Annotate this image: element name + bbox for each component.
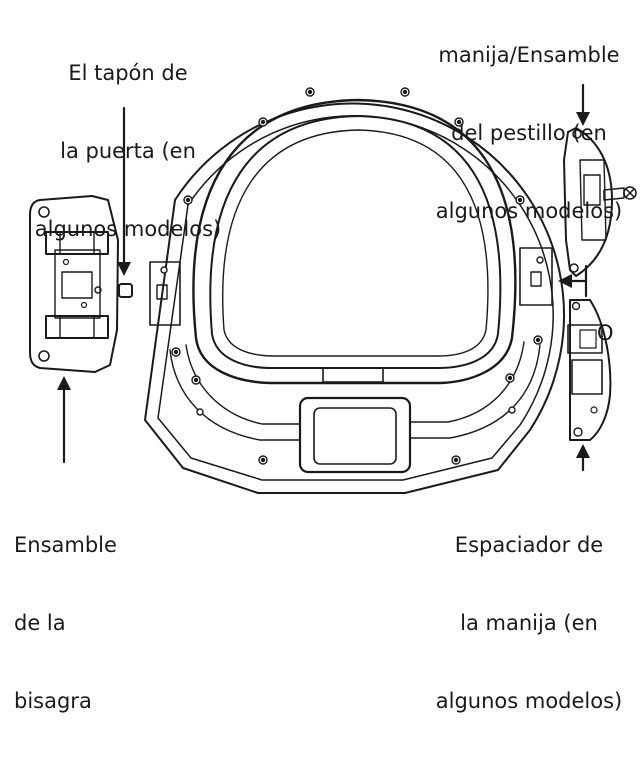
label-handle-spacer-line-1: Espaciador de — [454, 533, 604, 557]
label-handle-latch-line-2: del pestillo (en — [451, 121, 607, 145]
label-handle-latch-line-1: manija/Ensamble — [438, 43, 620, 67]
door-window-glass — [222, 129, 489, 357]
handle-latch-assembly-part — [563, 127, 637, 277]
door-bottom-recess — [298, 396, 412, 474]
door-window-inner — [209, 115, 502, 369]
door-window-outer — [192, 98, 517, 385]
door-right-receiver — [530, 271, 542, 287]
label-handle-latch-line-3: algunos modelos) — [435, 199, 623, 223]
label-or: O — [597, 268, 627, 398]
door-plug-part — [118, 283, 133, 298]
door-left-receiver — [156, 284, 168, 300]
hinge-arm-bottom — [45, 315, 109, 339]
door-frame-right-tab — [519, 247, 553, 306]
handle-spacer-part — [567, 299, 612, 441]
door-frame-screws — [160, 87, 544, 465]
handle-spacer-body — [569, 299, 612, 441]
label-handle-spacer: Espaciador de la manija (en algunos mode… — [418, 480, 640, 766]
hinge-plate — [29, 195, 119, 373]
label-handle-spacer-line-3: algunos modelos) — [435, 689, 623, 713]
label-hinge-line-1: Ensamble — [14, 533, 117, 557]
label-hinge-line-2: de la — [14, 611, 66, 635]
label-door-plug-line-2: la puerta (en — [60, 139, 196, 163]
door-window — [192, 98, 517, 385]
handle-latch-inner — [579, 159, 607, 241]
hinge-assembly-part — [29, 195, 119, 373]
hinge-inner-plate — [54, 249, 101, 319]
label-hinge: Ensamble de la bisagra — [14, 480, 164, 766]
label-door-plug: El tapón de la puerta (en algunos modelo… — [18, 8, 238, 294]
handle-latch-body — [563, 127, 613, 277]
exploded-door-diagram: El tapón de la puerta (en algunos modelo… — [14, 0, 640, 713]
latch-pin — [603, 186, 637, 201]
label-handle-latch: manija/Ensamble del pestillo (en algunos… — [418, 0, 640, 276]
callout-arrows — [57, 83, 590, 472]
door-window-notch — [322, 367, 384, 383]
label-door-plug-line-3: algunos modelos) — [34, 217, 222, 241]
label-door-plug-line-1: El tapón de — [68, 61, 188, 85]
label-or-text: O — [597, 321, 614, 345]
label-handle-spacer-line-2: la manija (en — [460, 611, 598, 635]
hinge-arm-top — [45, 231, 109, 255]
door-frame-left-tab — [149, 261, 181, 326]
door-assembly-drawing — [29, 83, 637, 494]
label-hinge-line-3: bisagra — [14, 689, 92, 713]
